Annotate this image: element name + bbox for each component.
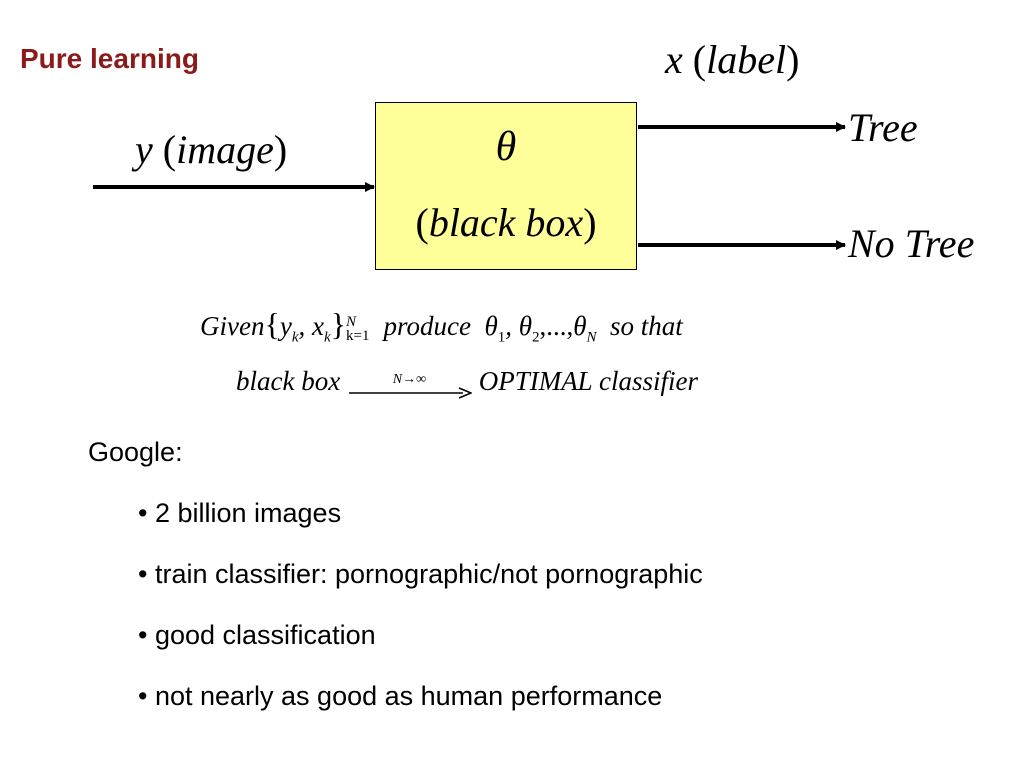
formula-given-word: Given	[200, 311, 265, 341]
bullet-text: good classification	[154, 620, 376, 650]
bullet-item: • 2 billion images	[138, 498, 342, 528]
black-box: θ (black box)	[375, 102, 637, 270]
formula-theta1: θ	[484, 311, 498, 341]
formula-tN: N	[586, 329, 597, 346]
output-no-tree-word1: No	[848, 221, 895, 266]
formula-sub-k2: k	[323, 329, 331, 346]
input-var: y	[135, 127, 153, 172]
formula-thetaN: θ	[573, 311, 587, 341]
output-no-tree: No Tree	[848, 220, 974, 267]
formula-produce: produce	[383, 311, 471, 341]
bullet-item: • not nearly as good as human performanc…	[138, 681, 663, 711]
formula-upper: N	[346, 313, 357, 330]
output-label: x (label)	[665, 37, 800, 82]
bullet-text: train classifier: pornographic/not porno…	[154, 559, 703, 589]
example-heading: Google:	[88, 437, 183, 467]
output-var: x	[665, 37, 683, 82]
formula-t1: 1	[497, 329, 506, 346]
formula-set-y: y	[279, 311, 292, 341]
output-no-tree-word2: Tree	[904, 221, 975, 266]
limit-arrow-icon	[348, 387, 472, 399]
formula-sub-k1: k	[291, 329, 299, 346]
bullet-text: not nearly as good as human performance	[154, 681, 663, 711]
output-desc: label	[706, 37, 787, 82]
formula-lower: k=1	[346, 327, 370, 344]
formula-dots: ,...,	[539, 311, 574, 341]
input-label: y (image)	[135, 127, 288, 172]
formula-set-x: x	[311, 311, 324, 341]
formula-so-that: so that	[610, 311, 683, 341]
input-desc: image	[176, 127, 274, 172]
formula-rhs: OPTIMAL classifier	[478, 366, 698, 396]
bullet-text: 2 billion images	[154, 498, 342, 528]
formula-lhs: black box	[236, 366, 341, 396]
bullet-item: • good classification	[138, 620, 376, 650]
limit-note: N→∞	[392, 371, 427, 387]
bullet-item: • train classifier: pornographic/not por…	[138, 559, 703, 589]
box-parameter: θ	[495, 124, 517, 170]
formula-t2: 2	[531, 329, 540, 346]
box-label: (black box)	[415, 200, 597, 245]
limit-arrow: N→∞	[347, 371, 472, 399]
output-tree: Tree	[848, 105, 918, 150]
formula-theta2: θ	[518, 311, 532, 341]
slide-title: Pure learning	[20, 43, 199, 74]
box-label-text: black box	[428, 200, 584, 245]
formula-limit: black box N→∞ OPTIMAL classifier	[236, 366, 698, 399]
